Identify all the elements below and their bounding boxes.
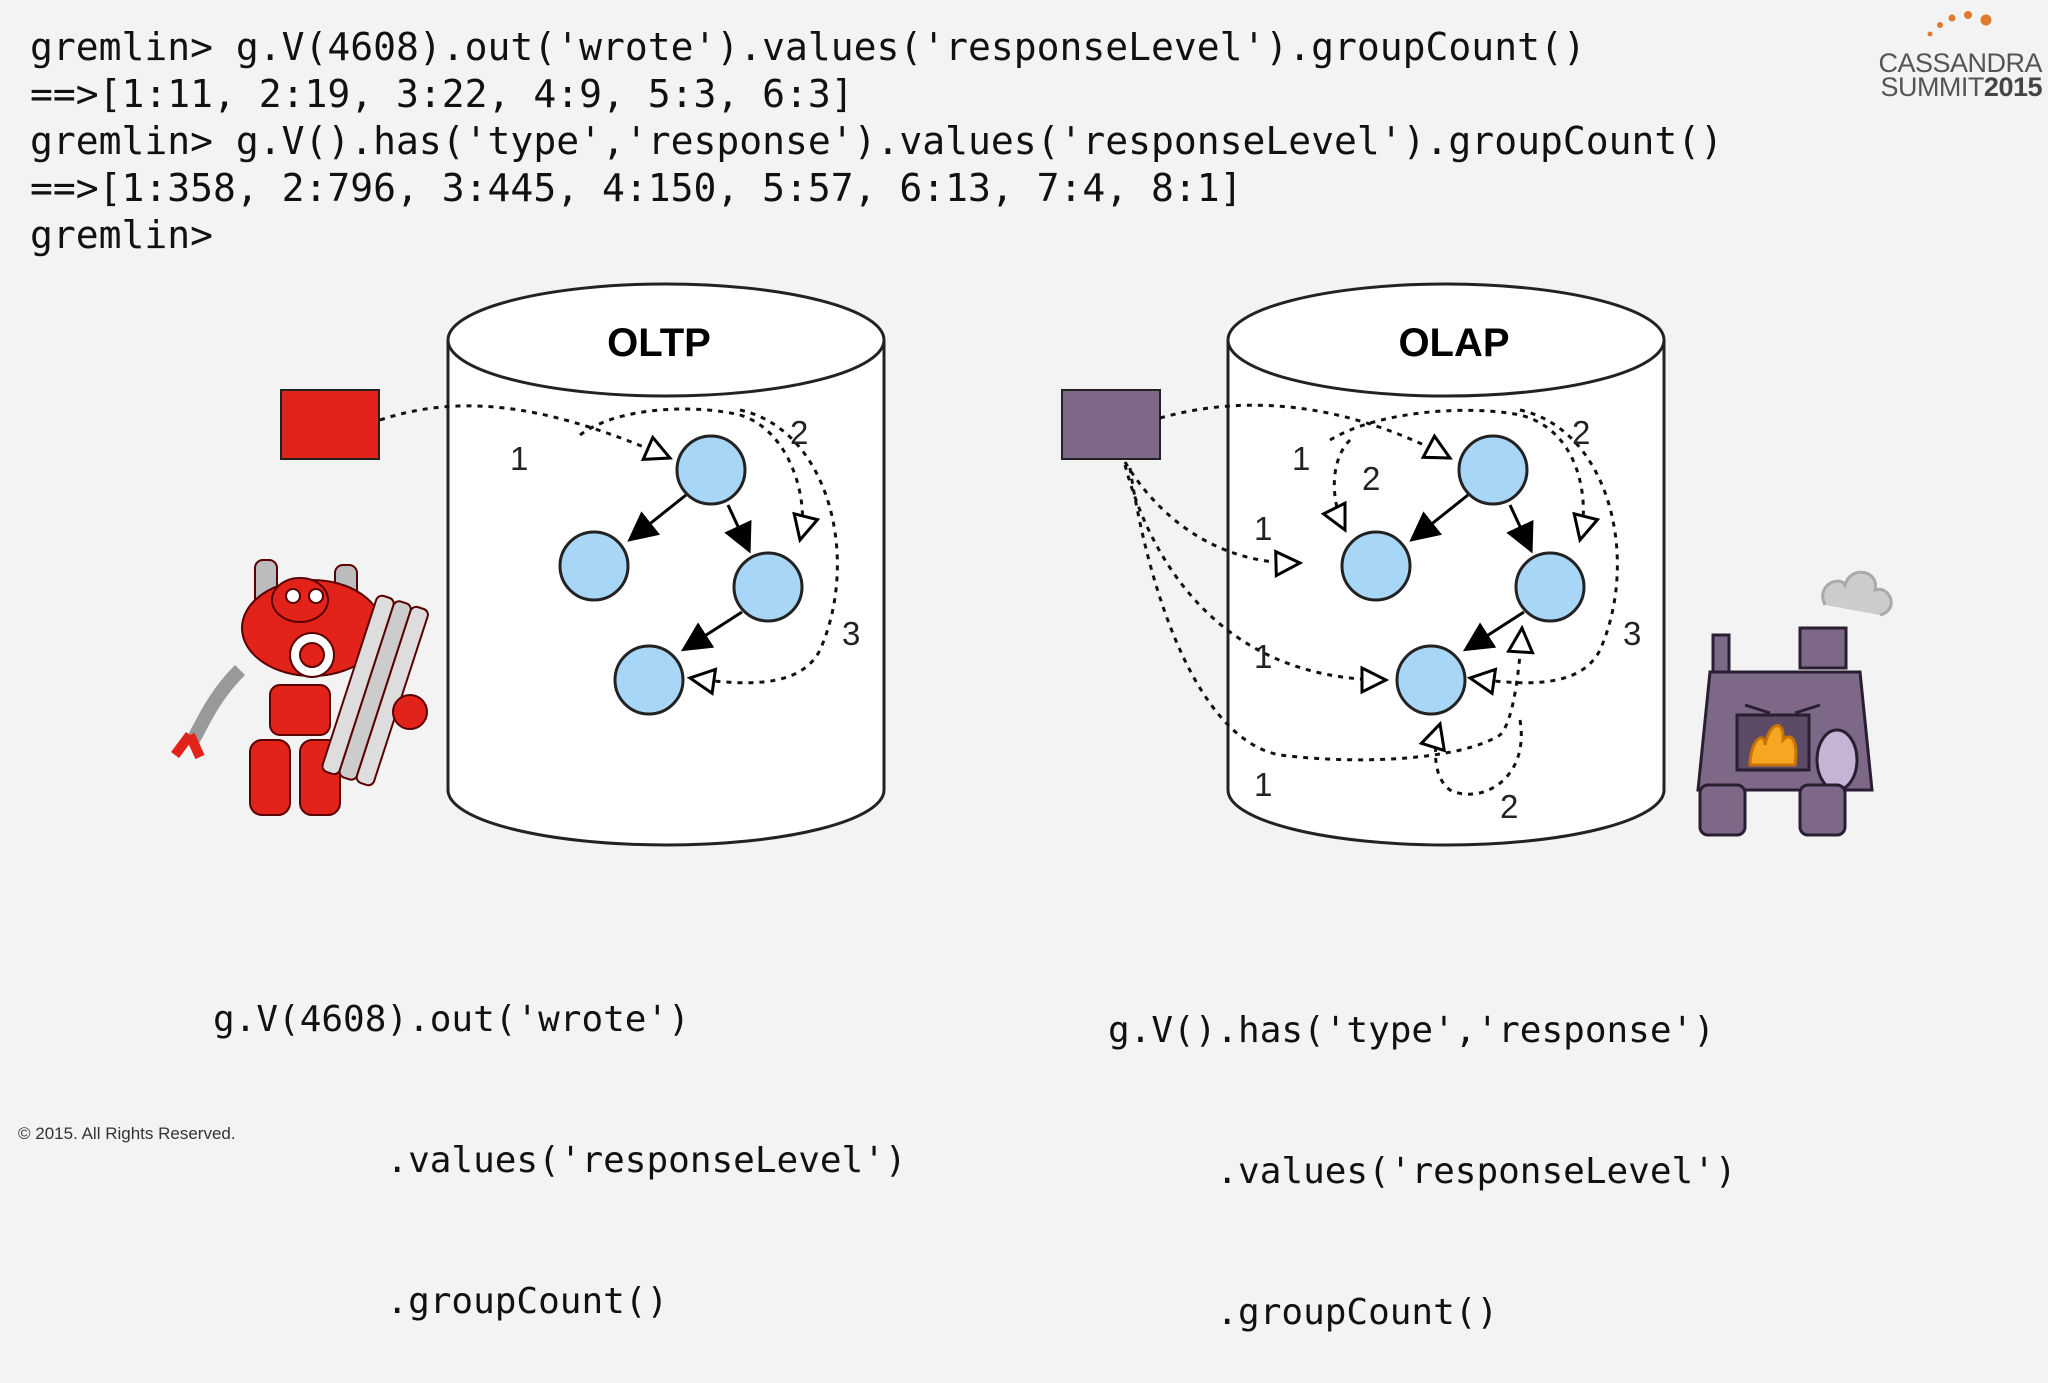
graph-node [1457, 434, 1529, 506]
graph-node [613, 644, 685, 716]
oltp-caption: g.V(4608).out('wrote') .values('response… [213, 902, 907, 1372]
olap-title: OLAP [1398, 321, 1509, 365]
console-line: gremlin> [30, 213, 214, 257]
olap-step-label: 1 [1254, 766, 1272, 803]
olap-cylinder: OLAP [1226, 282, 1666, 847]
olap-caption: g.V().has('type','response') .values('re… [1108, 913, 1737, 1383]
caption-line: .groupCount() [213, 1281, 669, 1322]
oltp-title: OLTP [607, 321, 711, 365]
oltp-step-label: 1 [510, 440, 528, 477]
olap-step-label: 1 [1254, 638, 1272, 675]
oltp-step-label: 3 [842, 615, 860, 652]
olap-step-label: 2 [1572, 414, 1590, 451]
console-line: gremlin> g.V(4608).out('wrote').values('… [30, 25, 1586, 69]
oltp-step-label: 2 [790, 414, 808, 451]
logo-dots-icon [1927, 11, 1992, 37]
olap-step-label: 1 [1254, 510, 1272, 547]
caption-line: g.V(4608).out('wrote') [213, 999, 690, 1040]
graph-node [675, 434, 747, 506]
caption-line: .groupCount() [1108, 1292, 1499, 1333]
robot-mascot-icon [171, 559, 429, 816]
graph-node [558, 530, 630, 602]
graph-node [1514, 551, 1586, 623]
console-line: gremlin> g.V().has('type','response').va… [30, 119, 1723, 163]
olap-step-label: 2 [1500, 788, 1518, 825]
olap-step-label: 2 [1362, 460, 1380, 497]
olap-edges [1409, 493, 1534, 652]
graph-node [1395, 644, 1467, 716]
furnace-mascot-icon [1696, 570, 1893, 837]
cassandra-summit-logo: CASSANDRA SUMMIT2015 [1878, 8, 2043, 102]
caption-line: .values('responseLevel') [1108, 1151, 1737, 1192]
gremlin-console: gremlin> g.V(4608).out('wrote').values('… [30, 24, 1723, 259]
caption-line: g.V().has('type','response') [1108, 1010, 1715, 1051]
graph-node [732, 551, 804, 623]
oltp-nodes [558, 434, 804, 716]
console-line: ==>[1:358, 2:796, 3:445, 4:150, 5:57, 6:… [30, 166, 1243, 210]
oltp-edges [627, 493, 752, 652]
oltp-traversal-paths [379, 404, 839, 683]
copyright-footer: © 2015. All Rights Reserved. [18, 1124, 236, 1143]
logo-line1: CASSANDRA [1878, 48, 2042, 78]
olap-step-label: 3 [1623, 615, 1641, 652]
graph-node [1340, 530, 1412, 602]
diagram: OLTP 1 2 3 [171, 282, 1893, 847]
olap-step-label: 1 [1292, 440, 1310, 477]
olap-source-box [1061, 389, 1161, 460]
oltp-source-box [280, 389, 380, 460]
logo-line2: SUMMIT2015 [1880, 72, 2042, 102]
olap-traversal-paths [1123, 403, 1619, 796]
olap-nodes [1340, 434, 1586, 716]
console-line: ==>[1:11, 2:19, 3:22, 4:9, 5:3, 6:3] [30, 72, 854, 116]
caption-line: .values('responseLevel') [213, 1140, 907, 1181]
oltp-cylinder: OLTP [446, 282, 886, 847]
